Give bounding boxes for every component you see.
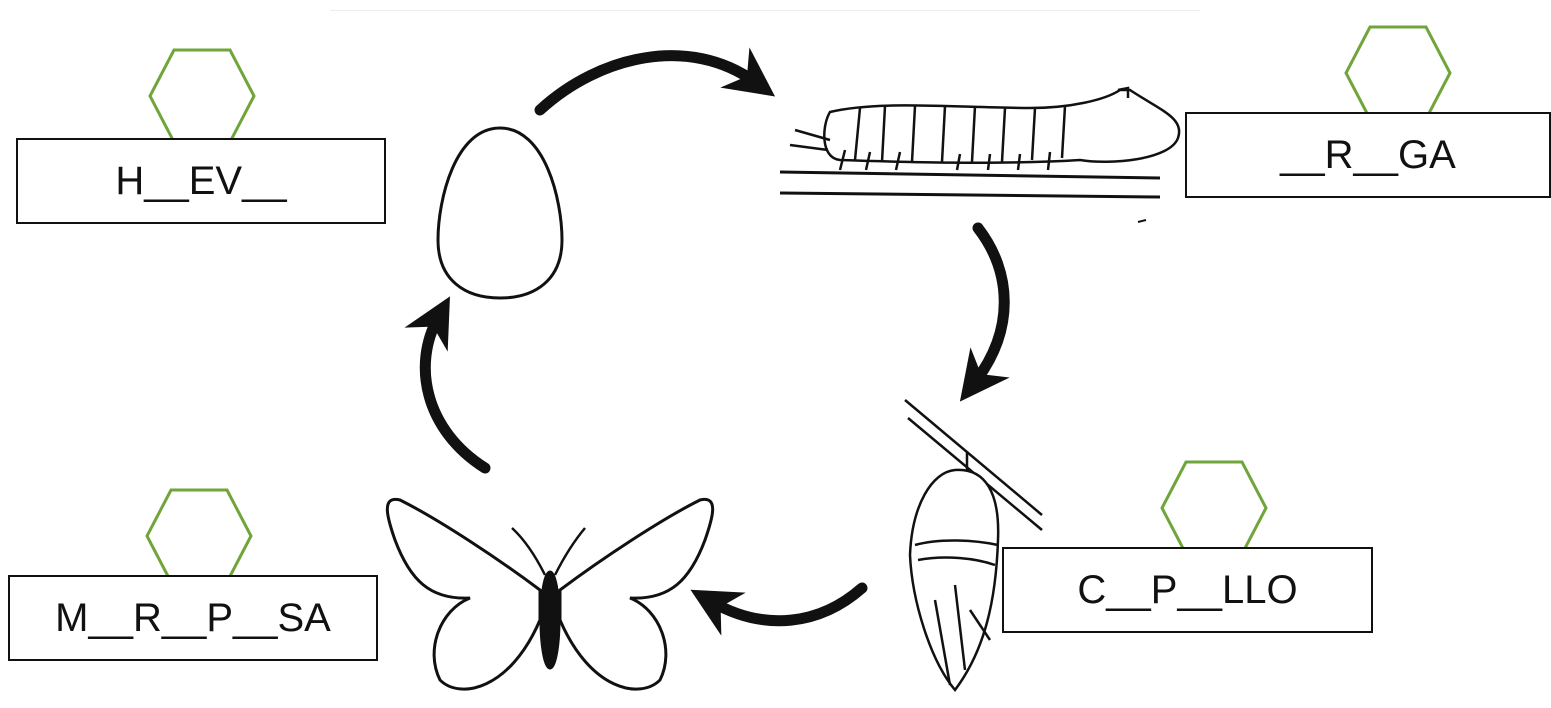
arrow-chrysalis-to-butterfly xyxy=(712,588,862,621)
panel-edge xyxy=(330,10,1200,11)
hexagon-slot-caterpillar[interactable] xyxy=(1344,25,1452,121)
label-egg-text: H__EV__ xyxy=(115,159,286,204)
caterpillar-illustration xyxy=(780,88,1179,222)
label-caterpillar-text: __R__GA xyxy=(1280,133,1456,178)
hexagon-slot-butterfly[interactable] xyxy=(145,488,253,584)
egg-illustration xyxy=(438,128,562,298)
label-caterpillar: __R__GA xyxy=(1185,112,1551,198)
arrow-caterpillar-to-chrysalis xyxy=(975,228,1004,382)
label-chrysalis-text: C__P__LLO xyxy=(1077,568,1297,613)
hexagon-slot-egg[interactable] xyxy=(148,48,256,144)
label-butterfly-text: M__R__P__SA xyxy=(55,596,331,641)
label-chrysalis: C__P__LLO xyxy=(1002,547,1373,633)
label-egg: H__EV__ xyxy=(16,138,386,224)
arrow-egg-to-caterpillar xyxy=(540,56,755,110)
arrow-butterfly-to-egg xyxy=(425,318,485,468)
chrysalis-illustration xyxy=(905,400,1042,690)
hexagon-slot-chrysalis[interactable] xyxy=(1160,460,1268,556)
label-butterfly: M__R__P__SA xyxy=(8,575,378,661)
butterfly-illustration xyxy=(387,499,712,689)
